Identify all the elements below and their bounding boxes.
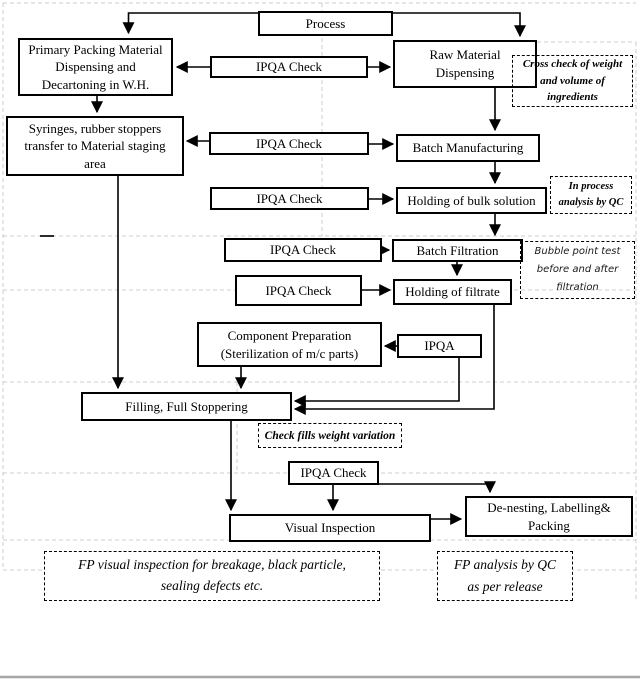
node-ipqa: IPQA <box>397 334 482 358</box>
node-process: Process <box>258 11 393 36</box>
node-visual-inspection: Visual Inspection <box>229 514 431 542</box>
annotation-fp-visual-inspection-label: FP visual inspection for breakage, black… <box>78 557 346 593</box>
node-ipqa-check-1: IPQA Check <box>210 56 368 78</box>
node-batch-filtration: Batch Filtration <box>392 239 523 262</box>
node-primary-packing: Primary Packing Material Dispensing and … <box>18 38 173 96</box>
annotation-fp-analysis-label: FP analysis by QC as per release <box>453 557 557 594</box>
annotation-check-fills: Check fills weight variation <box>258 423 402 448</box>
node-denesting-packing: De-nesting, Labelling& Packing <box>465 496 633 537</box>
annotation-in-process-qc-label: In process analysis by QC <box>558 180 624 208</box>
node-ipqa-check-1-label: IPQA Check <box>255 59 323 75</box>
node-ipqa-label: IPQA <box>424 338 455 354</box>
node-primary-packing-label: Primary Packing Material Dispensing and … <box>28 41 163 92</box>
annotation-cross-check-label: Cross check of weight and volume of ingr… <box>522 58 623 104</box>
annotation-fp-visual-inspection: FP visual inspection for breakage, black… <box>44 551 380 601</box>
node-filling-stoppering-label: Filling, Full Stoppering <box>125 398 248 414</box>
node-holding-bulk-label: Holding of bulk solution <box>407 192 536 208</box>
node-process-label: Process <box>305 15 346 31</box>
node-filling-stoppering: Filling, Full Stoppering <box>81 392 292 421</box>
node-ipqa-check-4-label: IPQA Check <box>269 242 337 258</box>
node-holding-filtrate: Holding of filtrate <box>393 279 512 305</box>
node-visual-inspection-label: Visual Inspection <box>284 520 376 536</box>
node-ipqa-check-5-label: IPQA Check <box>265 282 332 298</box>
annotation-cross-check: Cross check of weight and volume of ingr… <box>512 55 633 107</box>
annotation-in-process-qc: In process analysis by QC <box>550 176 632 214</box>
node-syringes-transfer: Syringes, rubber stoppers transfer to Ma… <box>6 116 184 176</box>
node-raw-material-label: Raw Material Dispensing <box>429 47 501 80</box>
annotation-bubble-point: Bubble point test before and after filtr… <box>520 241 635 299</box>
annotation-bubble-point-label: Bubble point test before and after filtr… <box>534 246 621 293</box>
node-batch-filtration-label: Batch Filtration <box>416 242 499 258</box>
node-component-preparation-label: Component Preparation (Sterilization of … <box>220 327 359 361</box>
annotation-fp-analysis: FP analysis by QC as per release <box>437 551 573 601</box>
node-ipqa-check-2-label: IPQA Check <box>255 135 323 151</box>
node-ipqa-check-4: IPQA Check <box>224 238 382 262</box>
node-batch-manufacturing: Batch Manufacturing <box>396 134 540 162</box>
node-batch-manufacturing-label: Batch Manufacturing <box>412 140 524 156</box>
node-ipqa-check-2: IPQA Check <box>209 132 369 155</box>
node-holding-filtrate-label: Holding of filtrate <box>405 284 500 300</box>
node-ipqa-check-3: IPQA Check <box>210 187 369 210</box>
node-ipqa-check-5: IPQA Check <box>235 275 362 306</box>
node-denesting-packing-label: De-nesting, Labelling& Packing <box>487 499 611 533</box>
node-component-preparation: Component Preparation (Sterilization of … <box>197 322 382 367</box>
node-syringes-transfer-label: Syringes, rubber stoppers transfer to Ma… <box>24 120 166 171</box>
node-holding-bulk-solution: Holding of bulk solution <box>396 187 547 214</box>
node-ipqa-check-6-label: IPQA Check <box>300 465 367 481</box>
node-ipqa-check-3-label: IPQA Check <box>256 190 323 206</box>
flow-arrows <box>91 12 526 525</box>
annotation-check-fills-label: Check fills weight variation <box>264 429 396 442</box>
node-ipqa-check-6: IPQA Check <box>288 461 379 485</box>
node-raw-material-dispensing: Raw Material Dispensing <box>393 40 537 88</box>
